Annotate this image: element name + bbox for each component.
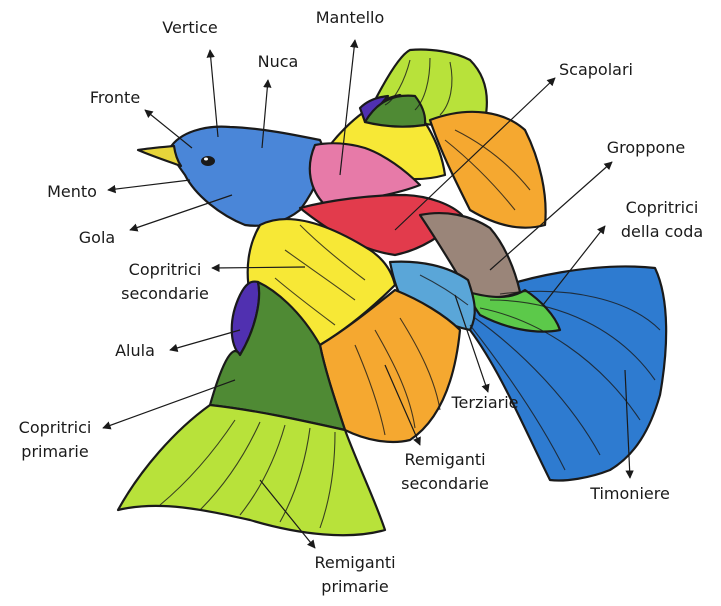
label-alula: Alula [115, 341, 155, 361]
label-copritrici-primarie-1: Copritrici [19, 418, 92, 438]
label-timoniere: Timoniere [590, 484, 670, 504]
leader-gola [130, 195, 232, 230]
label-copritrici-secondarie-1: Copritrici [129, 260, 202, 280]
label-copritrici-secondarie-2: secondarie [121, 284, 209, 304]
leader-fronte [145, 110, 192, 148]
label-fronte: Fronte [90, 88, 140, 108]
beak [138, 146, 181, 166]
label-gola: Gola [79, 228, 115, 248]
label-groppone: Groppone [607, 138, 686, 158]
eye-highlight [204, 158, 208, 161]
label-mento: Mento [47, 182, 97, 202]
label-remiganti-primarie-1: Remiganti [314, 553, 395, 573]
label-mantello: Mantello [316, 8, 385, 28]
label-remiganti-primarie-2: primarie [321, 577, 388, 597]
leader-alula [170, 330, 240, 350]
eye [201, 156, 215, 166]
label-copritrici-coda-1: Copritrici [626, 198, 699, 218]
label-copritrici-primarie-2: primarie [21, 442, 88, 462]
leader-mento [108, 180, 190, 190]
label-scapolari: Scapolari [559, 60, 633, 80]
leader-vertice [210, 50, 218, 137]
label-remiganti-secondarie-1: Remiganti [404, 450, 485, 470]
head [170, 127, 323, 226]
label-vertice: Vertice [162, 18, 217, 38]
label-terziarie: Terziarie [452, 393, 519, 413]
label-copritrici-coda-2: della coda [621, 222, 703, 242]
label-remiganti-secondarie-2: secondarie [401, 474, 489, 494]
label-nuca: Nuca [258, 52, 299, 72]
